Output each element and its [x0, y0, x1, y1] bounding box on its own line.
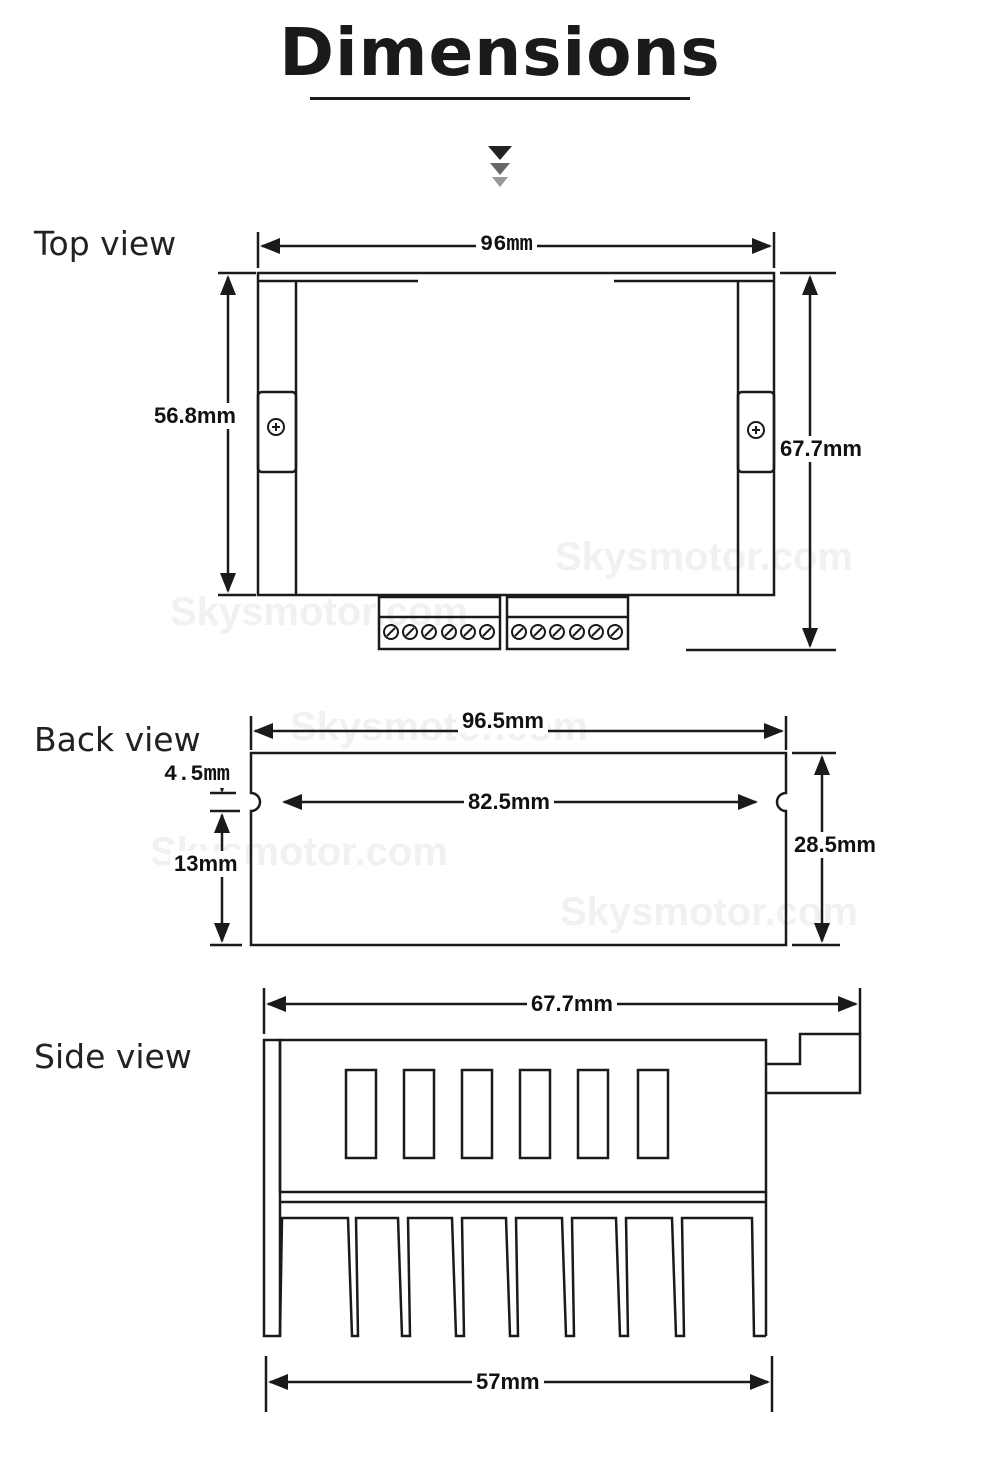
side-view-drawing — [262, 988, 862, 1412]
watermark-5: Skysmotor.com — [560, 890, 858, 934]
back-height-dimension: 28.5mm — [790, 832, 880, 858]
top-inner-height-dimension: 56.8mm — [150, 403, 240, 429]
back-view-label: Back view — [34, 720, 201, 759]
back-slot-span-dimension: 82.5mm — [464, 789, 554, 815]
side-width-dimension: 67.7mm — [527, 991, 617, 1017]
top-view-drawing — [218, 232, 836, 652]
back-slot-dimension: 4.5mm — [160, 762, 235, 788]
terminal-screw-icon — [383, 624, 623, 640]
screw-icon — [747, 421, 765, 439]
triple-chevron-down-icon — [488, 146, 512, 187]
back-width-dimension: 96.5mm — [458, 708, 548, 734]
back-view-drawing — [210, 716, 840, 947]
screw-icon — [267, 418, 285, 436]
side-base-dimension: 57mm — [472, 1369, 544, 1395]
page-title: Dimensions — [279, 14, 721, 91]
top-width-dimension: 96mm — [476, 232, 537, 258]
top-view-label: Top view — [34, 224, 177, 263]
top-outer-height-dimension: 67.7mm — [776, 436, 866, 462]
title-underline — [310, 97, 690, 100]
side-view-label: Side view — [34, 1037, 192, 1076]
back-lower-dimension: 13mm — [170, 851, 242, 877]
